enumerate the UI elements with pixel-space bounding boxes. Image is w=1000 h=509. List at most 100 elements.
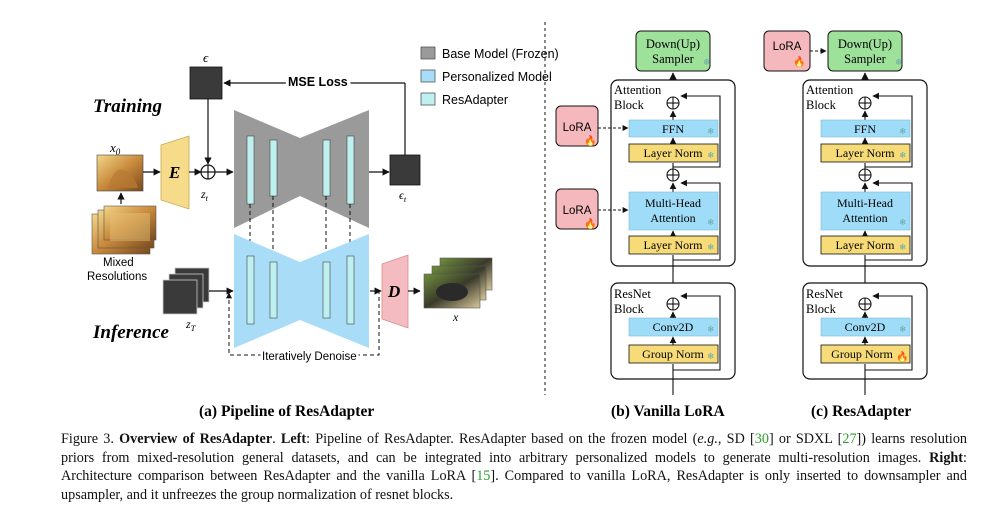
epsilon-label: ϵ (203, 50, 209, 65)
epsilon-t-box (389, 154, 421, 186)
iteratively-denoise-label: Iteratively Denoise (262, 351, 357, 363)
subtitle-a: (a) Pipeline of ResAdapter (199, 403, 374, 420)
caption-ref-27[interactable]: 27 (842, 431, 857, 447)
svg-text:❄: ❄ (703, 57, 711, 67)
vanilla-resnet-label-1: ResNet (614, 287, 651, 301)
vanilla-groupnorm-box (628, 344, 719, 364)
resadapter-conv2d-label: Conv2D (845, 320, 886, 334)
personalized-unet-adapters (246, 255, 355, 325)
resadapter-layernorm-1-label: Layer Norm (836, 146, 896, 160)
legend-label-resadapter: ResAdapter (442, 93, 508, 107)
svg-text:🔥: 🔥 (896, 350, 908, 363)
encoder-label: E (168, 163, 180, 182)
frozen-unet (234, 110, 300, 228)
inference-label: Inference (92, 322, 170, 343)
svg-text:❄: ❄ (707, 126, 714, 136)
svg-text:🔥: 🔥 (584, 134, 596, 147)
resadapter-layernorm-2-label: Layer Norm (836, 238, 896, 252)
mixed-resolution-images (91, 205, 157, 255)
resadapter-groupnorm-box (820, 344, 911, 364)
vanilla-lora-diagram: Down(Up) Sampler ❄ Attention Block FFN ❄… (555, 30, 736, 395)
svg-text:❄: ❄ (707, 324, 714, 334)
svg-text:❄: ❄ (899, 150, 906, 160)
caption-text-2: , SD [ (717, 431, 755, 447)
personalized-unet-right (300, 234, 369, 348)
encoder-block (160, 135, 190, 210)
decoder-label: D (387, 282, 400, 301)
training-label: Training (93, 96, 162, 117)
caption-text-1: : Pipeline of ResAdapter. ResAdapter bas… (306, 431, 698, 447)
resadapter-diagram: LoRA 🔥 Down(Up) Sampler ❄ Attention Bloc… (763, 30, 928, 395)
shared-weight-connectors (249, 196, 351, 262)
vanilla-attention-label-2: Block (614, 98, 645, 112)
figure-caption: Figure 3. Overview of ResAdapter. Left: … (61, 431, 968, 503)
caption-text-6: ]. Compared to vanilla LoRA, ResAdapter … (61, 468, 967, 503)
caption-left-label: Left (280, 431, 307, 447)
resadapter-conv2d-box (820, 317, 911, 337)
vanilla-mha-label-2: Attention (650, 211, 695, 225)
resadapter-mha-label-2: Attention (842, 211, 887, 225)
resadapter-sampler-label-2: Sampler (844, 52, 886, 66)
x0-label: x0 (109, 140, 121, 157)
svg-text:❄: ❄ (707, 150, 714, 160)
vanilla-lora-mha (555, 188, 599, 230)
resadapter-ffn-label: FFN (854, 122, 876, 136)
svg-text:❄: ❄ (895, 57, 903, 67)
svg-text:❄: ❄ (899, 242, 906, 252)
resadapter-ffn-box (820, 119, 911, 138)
caption-title: Overview of ResAdapter (119, 431, 273, 447)
caption-ref-15[interactable]: 15 (476, 468, 491, 485)
vanilla-layernorm-1-label: Layer Norm (644, 146, 704, 160)
vanilla-lora-ffn-label: LoRA (563, 122, 592, 134)
caption-ref-30[interactable]: 30 (754, 431, 769, 447)
caption-text-4: ]) learns resolution priors from mixed-r… (61, 431, 968, 466)
vanilla-sampler-box (635, 30, 711, 72)
vanilla-ffn-label: FFN (662, 122, 684, 136)
caption-eg: e.g. (697, 431, 718, 447)
zt-label: zt (200, 187, 209, 203)
svg-text:❄: ❄ (899, 126, 906, 136)
vanilla-layernorm-2-label: Layer Norm (644, 238, 704, 252)
subtitle-b: (b) Vanilla LoRA (611, 403, 726, 420)
vanilla-lora-ffn (555, 105, 599, 147)
legend-label-personalized: Personalized Model (442, 70, 552, 84)
resadapter-attention-label-1: Attention (806, 83, 854, 97)
vanilla-resnet-label-2: Block (614, 302, 645, 316)
zT-noise-stack (162, 267, 210, 315)
resadapter-sampler-box (827, 30, 903, 72)
svg-text:❄: ❄ (899, 217, 906, 227)
vanilla-lora-mha-label: LoRA (563, 205, 592, 217)
epsilon-t-label: ϵt (399, 188, 407, 204)
legend-swatch-personalized (420, 69, 436, 83)
resadapter-groupnorm-label: Group Norm (831, 347, 893, 361)
vanilla-sampler-label-2: Sampler (652, 52, 694, 66)
resadapter-mha-box (820, 191, 911, 231)
vanilla-groupnorm-label: Group Norm (642, 347, 704, 361)
svg-text:🔥: 🔥 (793, 55, 805, 68)
legend-swatch-resadapter (420, 92, 436, 106)
vanilla-conv2d-label: Conv2D (653, 320, 694, 334)
resadapter-lora-label: LoRA (773, 41, 802, 53)
personalized-unet (234, 234, 300, 348)
vanilla-conv2d-box (628, 317, 719, 337)
pipeline-diagram: Training Inference x0 Mixed Resolutions … (87, 50, 493, 366)
frozen-unet-right (300, 110, 369, 228)
legend: Base Model (Frozen) Personalized Model R… (420, 46, 559, 107)
resadapter-mha-label-1: Multi-Head (837, 196, 893, 210)
subtitle-c: (c) ResAdapter (811, 403, 911, 420)
x-output-label: x (452, 310, 459, 324)
svg-text:❄: ❄ (707, 217, 714, 227)
mse-loss-label: MSE Loss (288, 75, 348, 89)
mixed-resolutions-label-2: Resolutions (87, 271, 147, 283)
resadapter-layernorm-1 (820, 143, 911, 163)
vanilla-mha-box (628, 191, 719, 231)
resadapter-resnet-label-2: Block (806, 302, 837, 316)
mixed-resolutions-label-1: Mixed (103, 257, 134, 269)
vanilla-attention-label-1: Attention (614, 83, 662, 97)
vanilla-layernorm-2 (628, 235, 719, 255)
resadapter-sampler-label-1: Down(Up) (838, 37, 892, 51)
resadapter-attention-label-2: Block (806, 98, 837, 112)
caption-text-5: : Architecture comparison between ResAda… (61, 449, 967, 485)
svg-text:❄: ❄ (707, 351, 714, 361)
